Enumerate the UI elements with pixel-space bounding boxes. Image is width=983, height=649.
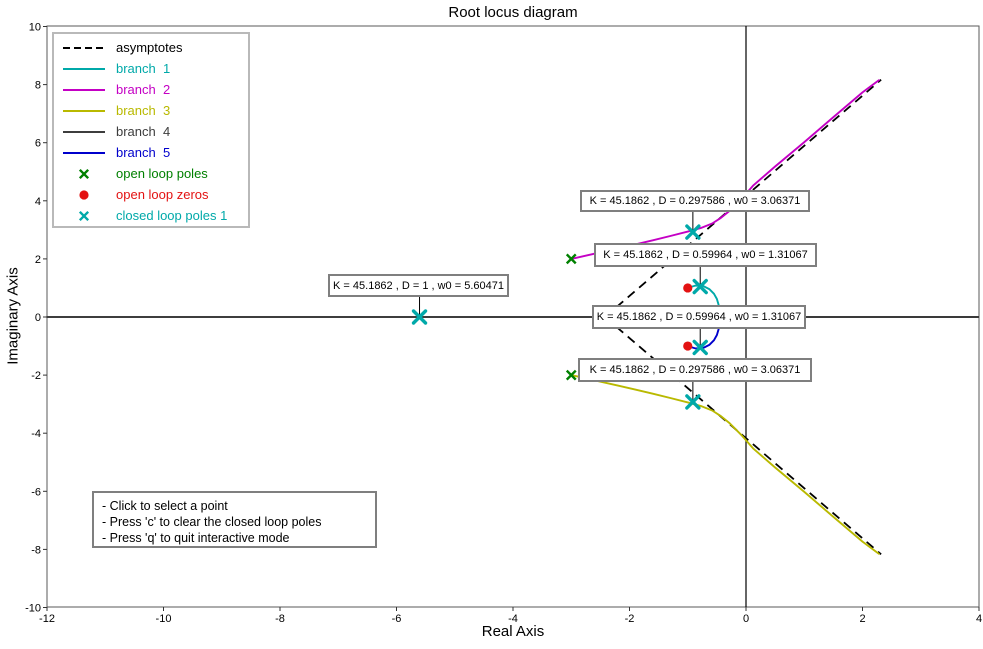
annotation-text: K = 45.1862 , D = 0.297586 , w0 = 3.0637… — [589, 364, 801, 376]
legend-sample-line-icon — [63, 109, 105, 112]
y-tick-label: 2 — [35, 254, 41, 266]
legend-sample-x-icon — [78, 168, 90, 179]
branch-5-curve — [686, 321, 721, 350]
branch-1-curve — [686, 284, 721, 313]
y-tick-label: 4 — [35, 196, 41, 208]
y-tick-label: 0 — [35, 312, 41, 324]
instruction-line: - Click to select a point — [102, 499, 228, 513]
legend-label: closed loop poles 1 — [116, 208, 228, 223]
legend-label: branch 5 — [116, 145, 171, 160]
open-loop-zero-marker — [683, 341, 693, 351]
y-tick-label: -2 — [31, 370, 41, 382]
open-loop-pole-marker — [565, 369, 577, 381]
y-tick-label: 6 — [35, 138, 41, 150]
x-tick-label: -12 — [39, 613, 55, 625]
instructions-box: - Click to select a point - Press 'c' to… — [92, 491, 377, 548]
legend-sample-x-icon — [78, 210, 90, 221]
y-tick-label: -8 — [31, 544, 41, 556]
legend-sample-line-icon — [63, 67, 105, 70]
legend-item-asymptotes: asymptotes — [61, 37, 248, 58]
open-loop-pole-marker — [565, 253, 577, 265]
legend-item-branch-3: branch 3 — [61, 100, 248, 121]
legend-item-closed-loop-poles-1: closed loop poles 1 — [61, 205, 248, 226]
legend-item-branch-1: branch 1 — [61, 58, 248, 79]
legend-sample-dash-icon — [63, 46, 105, 49]
x-axis-label: Real Axis — [481, 623, 545, 640]
x-tick-label: -6 — [392, 613, 402, 625]
closed-loop-pole-marker — [692, 278, 708, 295]
x-tick-label: -10 — [156, 613, 172, 625]
open-loop-zero-marker — [683, 283, 693, 293]
y-tick-label: -10 — [25, 603, 41, 615]
annotation-box: K = 45.1862 , D = 1 , w0 = 5.60471 — [328, 274, 509, 297]
instruction-line: - Press 'q' to quit interactive mode — [102, 531, 290, 545]
legend-item-open-loop-poles: open loop poles — [61, 163, 248, 184]
annotation-text: K = 45.1862 , D = 0.59964 , w0 = 1.31067 — [603, 249, 808, 261]
y-tick-label: 8 — [35, 80, 41, 92]
annotation-box: K = 45.1862 , D = 0.297586 , w0 = 3.0637… — [578, 358, 812, 382]
legend-label: open loop poles — [116, 166, 208, 181]
y-tick-label: -4 — [31, 428, 41, 440]
closed-loop-pole-marker — [411, 309, 428, 325]
annotation-text: K = 45.1862 , D = 0.59964 , w0 = 1.31067 — [596, 311, 802, 323]
legend-label: branch 2 — [116, 82, 171, 97]
instruction-line: - Press 'c' to clear the closed loop pol… — [102, 515, 322, 529]
x-tick-label: 4 — [976, 613, 982, 625]
legend-label: open loop zeros — [116, 187, 209, 202]
plot-title: Root locus diagram — [448, 4, 578, 21]
legend-label: asymptotes — [116, 40, 183, 55]
x-tick-label: 2 — [859, 613, 865, 625]
legend-sample-line-icon — [63, 88, 105, 91]
annotation-text: K = 45.1862 , D = 0.297586 , w0 = 3.0637… — [589, 195, 801, 207]
annotation-text: K = 45.1862 , D = 1 , w0 = 5.60471 — [333, 279, 504, 292]
legend-label: branch 1 — [116, 61, 171, 76]
closed-loop-pole-marker — [685, 224, 701, 240]
y-tick-label: -6 — [31, 486, 41, 498]
annotation-box: K = 45.1862 , D = 0.59964 , w0 = 1.31067 — [594, 243, 817, 267]
x-tick-label: -2 — [625, 613, 635, 625]
legend-sample-dot-icon — [79, 189, 89, 200]
closed-loop-pole-marker — [685, 394, 701, 410]
legend-sample-line-icon — [63, 151, 105, 154]
legend-item-branch-5: branch 5 — [61, 142, 248, 163]
closed-loop-pole-marker — [692, 339, 708, 356]
annotation-box: K = 45.1862 , D = 0.59964 , w0 = 1.31067 — [592, 305, 806, 329]
legend-sample-line-icon — [63, 130, 105, 133]
y-tick-label: 10 — [29, 22, 41, 34]
legend-item-branch-4: branch 4 — [61, 121, 248, 142]
legend-label: branch 4 — [116, 124, 171, 139]
legend-item-branch-2: branch 2 — [61, 79, 248, 100]
x-tick-label: -4 — [508, 613, 518, 625]
branch-2-curve — [570, 79, 880, 260]
y-axis-label: Imaginary Axis — [4, 267, 22, 365]
x-tick-label: 0 — [743, 613, 749, 625]
annotation-box: K = 45.1862 , D = 0.297586 , w0 = 3.0637… — [580, 190, 810, 212]
x-tick-label: -8 — [275, 613, 285, 625]
legend-label: branch 3 — [116, 103, 171, 118]
legend: asymptotes branch 1 branch 2 branch 3 branch… — [52, 32, 250, 228]
branch-3-curve — [570, 374, 880, 555]
legend-item-open-loop-zeros: open loop zeros — [61, 184, 248, 205]
